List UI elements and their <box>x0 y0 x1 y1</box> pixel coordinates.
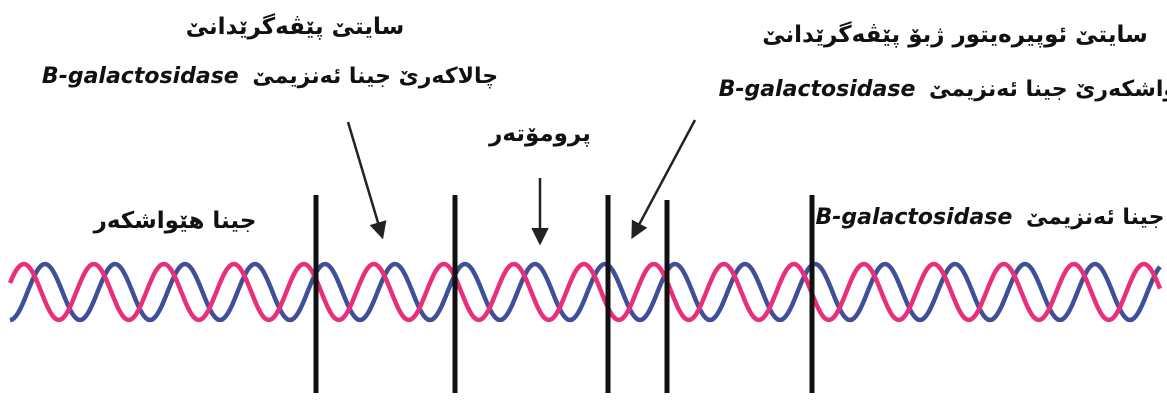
activator-site-enzyme: B-galactosidase <box>42 64 239 89</box>
region-dividers <box>313 195 815 393</box>
operator-site-prefix: هێواشکەرێ جینا ئەنزیمێ <box>929 77 1167 102</box>
enzyme-gene-prefix: جینا ئەنزیمێ <box>1026 205 1165 230</box>
enzyme-gene-enzyme: B-galactosidase <box>815 205 1012 230</box>
activator-site-title: سایتێ پێڤەگرێدانێ <box>186 13 404 40</box>
operator-site-enzyme: B-galactosidase <box>719 77 916 102</box>
enzyme-gene-label: B-galactosidase جینا ئەنزیمێ <box>815 205 1164 230</box>
activator-site-prefix: چالاکەرێ جینا ئەنزیمێ <box>252 64 498 89</box>
pointer-arrows <box>346 119 697 246</box>
operator-site-title: سایتێ ئوپیرەیتور ژبۆ پێڤەگرێدانێ <box>762 21 1147 48</box>
activator-site-subtitle: B-galactosidase چالاکەرێ جینا ئەنزیمێ <box>42 64 498 89</box>
operator-site-arrow <box>631 119 697 240</box>
dna-helix <box>7 261 1163 323</box>
operator-site-subtitle: B-galactosidase هێواشکەرێ جینا ئەنزیمێ <box>719 77 1167 102</box>
labels: سایتێ پێڤەگرێدانێ B-galactosidase چالاکە… <box>42 13 1167 234</box>
activator-site-arrow <box>346 121 387 240</box>
repressor-gene-label: جینا هێواشکەر <box>93 208 257 234</box>
dna-strand-pink <box>7 261 1163 323</box>
promoter-label: پرومۆتەر <box>488 121 591 147</box>
dna-strand-blue <box>9 261 1162 323</box>
